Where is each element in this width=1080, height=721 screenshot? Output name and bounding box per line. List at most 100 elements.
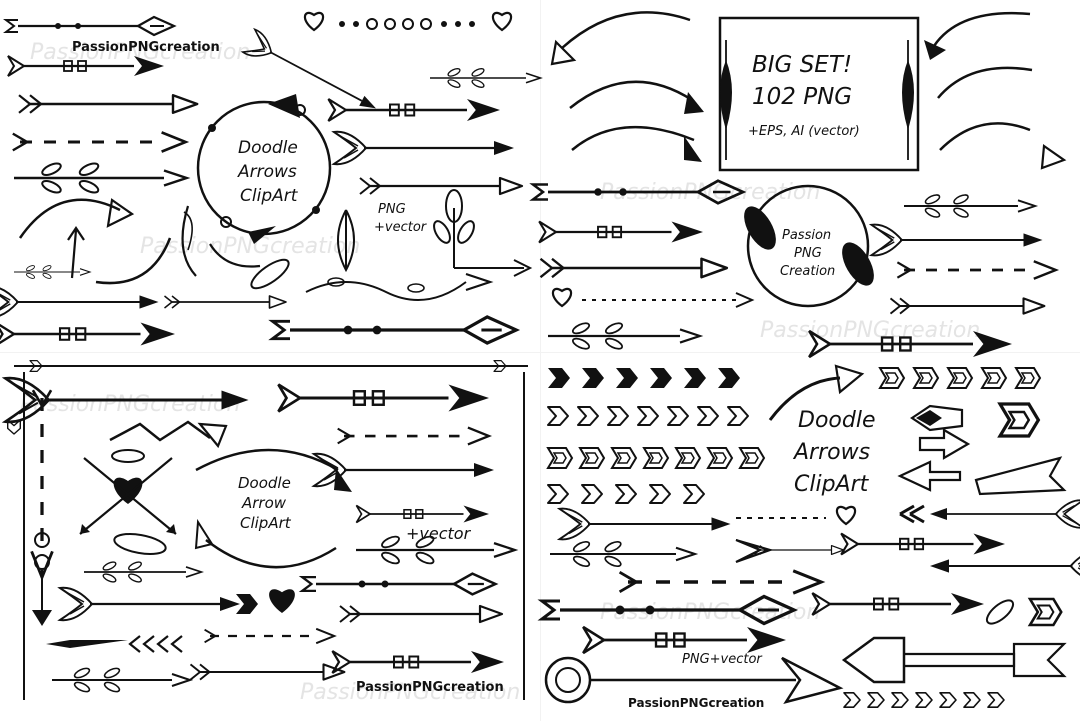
arrow-icon [896, 259, 1058, 281]
title-line-3: ClipArt [794, 472, 869, 497]
bottom-left-arrow-rows [4, 360, 528, 700]
swirl-arrow-icon [540, 594, 796, 626]
curved-arrow-icon [18, 198, 121, 239]
formats-text: +EPS, AI (vector) [748, 124, 860, 139]
block-arrow-icon [897, 460, 962, 492]
feather-icon [181, 205, 197, 277]
dotted-heart-arrow-icon [736, 505, 857, 526]
bottom-right-arrow-rows [540, 364, 1080, 709]
arrow-icon [538, 220, 705, 244]
swirl-frame-icon [195, 448, 339, 472]
panel-divider-horizontal [0, 352, 1080, 353]
credit-text: PassionPNGcreation [628, 696, 765, 710]
arrow-icon [558, 507, 732, 541]
dreamcatcher-icon [32, 532, 52, 626]
format-note-text: PNG+vector [682, 652, 762, 667]
credit-text: PassionPNGcreation [72, 40, 220, 55]
feather-arrow-icon [929, 499, 1080, 529]
arrow-icon [331, 649, 506, 675]
arrow-icon [203, 627, 336, 645]
bow-arrow-icon [937, 66, 1033, 99]
arrow-icon [1028, 597, 1063, 627]
bow-arrow-icon [939, 122, 1031, 151]
headline-line-1: BIG SET! [752, 52, 853, 78]
chevron-row-icon [843, 691, 1005, 709]
feather-icon [720, 40, 732, 160]
arrow-icon [4, 15, 176, 37]
arrow-icon [807, 329, 1014, 359]
leaf-arrow-icon [433, 189, 533, 277]
credit-text: PassionPNGcreation [356, 680, 504, 695]
leaf-arrow-icon [13, 263, 91, 281]
tribal-arrow-icon [841, 636, 1067, 684]
watermark: PassionPNGcreation [760, 318, 981, 343]
feather-arrow-icon [332, 130, 516, 166]
leaf-icon [250, 258, 290, 290]
arrow-icon [17, 93, 199, 115]
bow-arrow-icon [932, 12, 1031, 47]
arrow-icon [840, 532, 1007, 556]
panel-divider-vertical [540, 0, 541, 721]
watermark: PassionPNGcreation [20, 392, 241, 417]
arrow-icon [355, 504, 490, 524]
shield-arrow-row-icon [547, 484, 705, 504]
wreath-title-line-1: Doodle [238, 138, 298, 158]
headline-line-2: 102 PNG [752, 84, 853, 110]
bow-arrow-icon [571, 125, 695, 151]
format-note-line-2: +vector [374, 220, 427, 235]
arrow-icon [910, 404, 964, 432]
flower-arrow-icon [548, 538, 696, 570]
bow-arrow-icon [569, 80, 693, 109]
arrow-icon [336, 426, 491, 446]
arrow-icon [12, 159, 188, 197]
watermark: PassionPNGcreation [300, 680, 521, 705]
curved-arrow-icon [95, 237, 172, 285]
wreath-title-line-3: Creation [780, 264, 836, 279]
spear-arrow-icon [46, 640, 128, 648]
arrow-icon [889, 297, 1046, 315]
tribal-arrow-icon [544, 656, 844, 705]
feather-icon [337, 209, 355, 273]
arrow-icon [163, 295, 287, 309]
wreath-title-line-2: PNG [794, 246, 822, 261]
heart-icon [269, 589, 295, 613]
wreath-title-line-3: ClipArt [240, 514, 291, 532]
arrow-icon [276, 383, 491, 413]
curved-arrow-icon [768, 376, 841, 421]
arrow-icon [327, 97, 502, 123]
leaf-icon [985, 599, 1015, 625]
flower-arrow-icon [83, 559, 203, 585]
title-line-1: Doodle [798, 408, 876, 433]
chevron-icon [735, 538, 774, 564]
arrow-icon [51, 665, 191, 695]
arrow-icon [271, 315, 518, 345]
arrow-icon [811, 591, 986, 617]
dotted-heart-line-icon [303, 11, 513, 32]
chevron-row-icon [548, 368, 740, 388]
title-line-2: Arrows [794, 440, 871, 465]
dotted-heart-arrow-icon [551, 287, 755, 308]
leaf-icon [111, 449, 145, 463]
arrow-icon [11, 130, 188, 154]
arrow-icon [539, 257, 729, 279]
vector-note-text: +vector [406, 524, 471, 543]
arrow-icon [429, 66, 542, 90]
feather-icon [113, 533, 167, 555]
arrow-icon [998, 402, 1041, 438]
arrow-icon [6, 54, 166, 78]
watermark: PassionPNGcreation [140, 234, 361, 259]
heart-crossed-arrows-icon [79, 457, 177, 535]
arrow-icon [546, 319, 701, 353]
wreath-title-line-3: ClipArt [240, 186, 298, 206]
arrow-icon [58, 586, 242, 622]
arrow-icon [0, 321, 177, 347]
wreath-title-line-2: Arrows [238, 162, 297, 182]
top-left-arrow-rows [0, 11, 542, 347]
feather-arrow-icon [0, 285, 160, 319]
feather-icon [902, 40, 914, 160]
arrow-icon [617, 569, 823, 595]
arrow-icon [189, 663, 346, 681]
arrow-icon [928, 549, 1080, 583]
shield-arrow-row-icon [547, 447, 765, 469]
